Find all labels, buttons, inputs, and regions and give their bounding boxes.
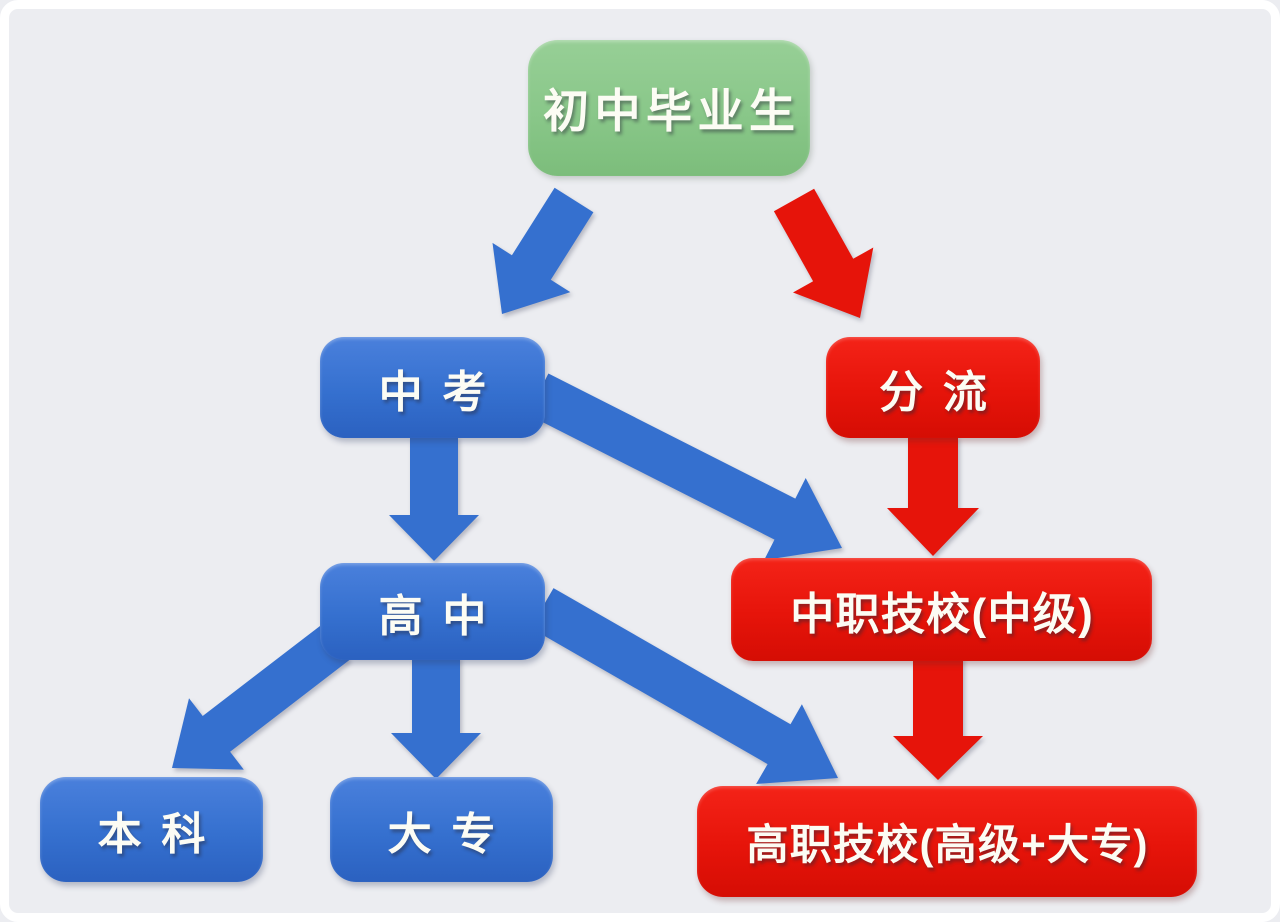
node-zhongzhi: 中职技校(中级) <box>731 558 1152 661</box>
arrow-graduate-to-fenliu <box>773 188 874 318</box>
node-label-zhongzhi: 中职技校(中级) <box>790 589 1095 639</box>
node-label-graduate: 初中毕业生 <box>542 85 801 137</box>
node-label-dazhuan: 大专 <box>387 809 516 859</box>
node-label-gaozhong: 高中 <box>378 591 507 641</box>
node-gaozhi: 高职技校(高级+大专) <box>697 786 1197 897</box>
node-label-benke: 本科 <box>97 809 226 859</box>
node-label-fenliu: 分流 <box>879 367 1007 417</box>
node-label-gaozhi: 高职技校(高级+大专) <box>746 821 1149 868</box>
arrow-zhongzhi-to-gaozhi <box>893 656 983 780</box>
arrow-fenliu-to-zhongzhi <box>887 436 979 556</box>
arrow-zhongkao-to-zhongzhi <box>527 373 842 561</box>
node-graduate: 初中毕业生 <box>528 40 810 176</box>
arrow-graduate-to-zhongkao <box>492 187 594 314</box>
node-fenliu: 分流 <box>826 337 1040 438</box>
arrow-gaozhong-to-benke <box>172 624 350 770</box>
node-zhongkao: 中考 <box>320 337 545 438</box>
node-benke: 本科 <box>40 777 263 882</box>
node-dazhuan: 大专 <box>330 777 553 882</box>
arrow-gaozhong-to-dazhuan <box>391 656 481 779</box>
arrow-zhongkao-to-gaozhong <box>389 436 479 561</box>
arrow-gaozhong-to-gaozhi <box>530 588 838 784</box>
node-label-zhongkao: 中考 <box>378 367 507 417</box>
node-gaozhong: 高中 <box>320 563 545 660</box>
